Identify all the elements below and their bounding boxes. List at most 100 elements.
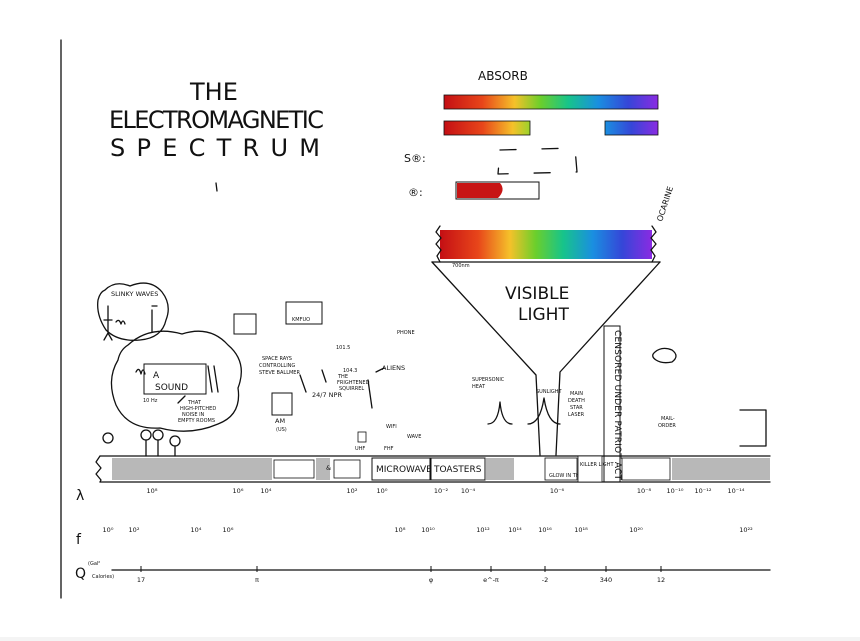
microwaves-label: MICROWAVES: [376, 465, 438, 475]
funnel-left: [431, 261, 541, 456]
killer-light-box: [577, 455, 603, 483]
title-line-1: THE: [189, 78, 238, 106]
phone-label: PHONE: [397, 330, 415, 336]
fhf-label: FHF: [384, 446, 394, 452]
title-tick-mark: [215, 182, 218, 192]
aliens-pointer: [375, 367, 385, 373]
right-jag-box: [739, 409, 767, 447]
band-segment-3: [316, 458, 330, 480]
f-tick-label: 10¹²: [476, 526, 490, 534]
f-tick-label: 10²²: [739, 526, 753, 534]
slinky-figure: [103, 305, 113, 341]
sound-label: SOUND: [155, 383, 188, 393]
band-segment-4: [333, 459, 361, 479]
lambda-axis-label: λ: [76, 488, 84, 504]
q-tick-label: 12: [657, 576, 665, 584]
slinky-label: SLINKY WAVES: [111, 290, 158, 298]
toasters-box: [430, 457, 486, 481]
lambda-tick-label: 10⁻¹⁴: [728, 487, 745, 495]
kmfuo-label: KMFUO: [292, 317, 310, 323]
sunlight-curve: [527, 397, 561, 425]
band-segment-5: [486, 458, 514, 480]
side-mark-2: ®:: [408, 186, 423, 199]
q-ticks: 17 π φ e^-π -2 340 12: [137, 566, 665, 584]
slinky-bubble: [97, 282, 169, 341]
am-box: [271, 392, 293, 416]
funnel-right: [555, 261, 661, 456]
absorb-bar-full: [443, 94, 659, 110]
toasters-label: TOASTERS: [433, 465, 482, 475]
microwaves-box: [371, 457, 431, 481]
am-sub-label: (US): [276, 427, 287, 433]
q-unit-bottom: Calories): [92, 574, 114, 580]
sound-box: [143, 363, 207, 395]
glow-box: [544, 457, 578, 481]
f-tick-label: 10²⁰: [629, 526, 643, 534]
f-tick-label: 10¹⁶: [538, 526, 552, 534]
uhf-label: UHF: [355, 446, 365, 452]
wave-label: WAVE: [407, 434, 421, 440]
lambda-tick-label: 10⁸: [147, 487, 158, 495]
absorb-label: ABSORB: [478, 69, 528, 83]
ocarine-label: OCARINE: [655, 185, 675, 222]
wifi-label: WIFI: [386, 424, 397, 430]
q-tick-label: φ: [429, 576, 433, 584]
sound-wave-left: [135, 368, 146, 375]
sound-a-mark: A: [153, 371, 160, 381]
empty-box: [497, 147, 578, 175]
uhf-box: [357, 431, 367, 443]
main-band-outline: [99, 455, 771, 483]
mail-order-label: MAIL-ORDER: [658, 416, 676, 429]
band-segment-2: [273, 459, 315, 479]
sound-wave-right: [207, 365, 219, 393]
side-mark-1: S®:: [404, 152, 426, 165]
visible-label-1: VISIBLE: [505, 284, 569, 304]
band-segment-6: [621, 457, 671, 481]
supersonic-curve: [487, 401, 513, 425]
lambda-tick-label: 10⁻⁶: [550, 487, 565, 495]
slinky-figure-right: [151, 305, 158, 333]
q-tick-label: e^-π: [483, 576, 499, 584]
spectrum-jag-left: [435, 225, 442, 263]
ampersand-label: &: [326, 464, 331, 472]
f-tick-label: 10¹⁸: [574, 526, 588, 534]
slinky-spring: [115, 319, 126, 325]
absorb-bar-right: [604, 120, 659, 136]
radio-pointers: [321, 369, 373, 409]
q-tick-label: -2: [542, 576, 548, 584]
q-tick-label: 17: [137, 576, 145, 584]
kmfuo-box: [285, 301, 323, 325]
left-figures: [102, 429, 181, 457]
band-jag-left: [95, 455, 102, 483]
q-unit-top: (Gal²: [88, 561, 100, 567]
lambda-tick-label: 10⁻¹⁰: [667, 487, 684, 495]
npr-label: 24/7 NPR: [312, 391, 342, 399]
lambda-tick-label: 10⁻⁴: [461, 487, 476, 495]
f-tick-label: 10⁴: [191, 526, 202, 534]
sound-bubble: [110, 330, 242, 432]
lambda-tick-label: 10⁶: [233, 487, 244, 495]
spectrum-scale-label: 700nm: [452, 263, 470, 269]
aliens-label: ALIENS: [382, 364, 405, 372]
band-segment-1: [112, 458, 272, 480]
partial-box-red-fill: [457, 183, 503, 198]
lambda-tick-label: 10⁻¹²: [695, 487, 712, 495]
f-tick-label: 10¹⁴: [508, 526, 522, 534]
lambda-tick-label: 10⁻²: [434, 487, 449, 495]
visible-label-2: LIGHT: [518, 305, 569, 325]
q-tick-label: π: [255, 576, 259, 584]
sunlight-label: SUNLIGHT: [536, 389, 562, 395]
f-tick-label: 10⁶: [223, 526, 234, 534]
q-axis-label: Q: [75, 566, 86, 582]
rock-blob: [652, 347, 677, 364]
q-tick-label: 340: [600, 576, 612, 584]
spectrum-jag-right: [650, 225, 657, 263]
high-pitched-pointer: [177, 395, 186, 404]
